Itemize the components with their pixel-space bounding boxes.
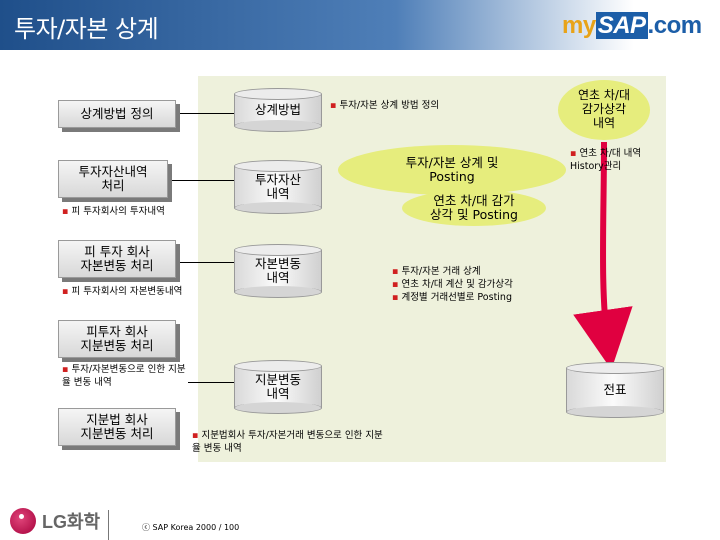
connector-line [162, 180, 234, 181]
capital-change-box: 피 투자 회사 자본변동 처리 [58, 240, 176, 278]
header-bar: 투자/자본 상계 mySAP.com [0, 0, 720, 50]
method-note: ▪투자/자본 상계 방법 정의 [330, 100, 440, 111]
depreciation-history-ellipse: 연초 차/대 감가상각 내역 [577, 88, 631, 130]
equity-method-box: 지분법 회사 지분변동 처리 [58, 408, 176, 446]
process-note-1: ▪투자/자본 거래 상계 [392, 266, 481, 277]
copyright-text: ⓒ SAP Korea 2000 / 100 [142, 523, 240, 532]
process-note-2-text: 연초 차/대 계산 및 감가상각 [401, 278, 513, 290]
capital-change-db-label: 자본변동 내역 [254, 255, 301, 285]
process-ellipse-shape [402, 190, 546, 226]
voucher-db: 전표 [566, 362, 664, 418]
capital-change-note-text: 피 투자회사의 자본변동내역 [71, 286, 183, 297]
process-ellipse-shape [338, 145, 566, 195]
page-title: 투자/자본 상계 [14, 15, 159, 43]
connector-line [188, 382, 234, 383]
investment-assets-db-label: 투자자산 내역 [254, 171, 301, 201]
equity-method-note-text: 지분법회사 투자/자본거래 변동으로 인한 지분 율 변동 내역 [192, 430, 383, 454]
investment-assets-db: 투자자산 내역 [234, 160, 322, 214]
equity-method-note: ▪지분법회사 투자/자본거래 변동으로 인한 지분 율 변동 내역 [192, 430, 383, 454]
logo-my: my [562, 12, 596, 39]
process-ellipse-shape [558, 80, 650, 140]
method-definition-box: 상계방법 정의 [58, 100, 176, 128]
process-note-2: ▪연초 차/대 계산 및 감가상각 [392, 278, 513, 290]
offset-posting-ellipse: 투자/자본 상계 및 Posting [405, 154, 499, 184]
equity-change-db: 지분변동 내역 [234, 360, 322, 414]
voucher-db-label: 전표 [603, 381, 627, 397]
history-note: ▪연초 차/대 내역 History관리 [570, 148, 642, 172]
depreciation-posting-ellipse: 연초 차/대 감가 상각 및 Posting [430, 192, 518, 222]
logo-com: .com [647, 12, 703, 39]
equity-change-db-label: 지분변동 내역 [254, 371, 301, 401]
logo-sap: SAP [595, 12, 648, 39]
investment-assets-box: 투자자산내역 처리 [58, 160, 168, 198]
investment-note: ▪피 투자회사의 투자내역 [62, 206, 165, 217]
lg-chem-logo: LG화학 [10, 508, 100, 534]
equity-change-note: ▪투자/자본변동으로 인한 지분 율 변동 내역 [62, 364, 186, 388]
investment-note-text: 피 투자회사의 투자내역 [71, 206, 165, 217]
process-note-1-text: 투자/자본 거래 상계 [401, 266, 481, 277]
flow-arrow [573, 141, 633, 370]
method-db-label: 상계방법 [254, 101, 301, 117]
equity-change-box: 피투자 회사 지분변동 처리 [58, 320, 176, 358]
connector-line [168, 113, 234, 114]
footer-divider [108, 510, 109, 540]
history-note-text: 연초 차/대 내역 History관리 [570, 148, 642, 172]
company-name: LG화학 [42, 512, 101, 532]
process-note-3-text: 계정별 거래선별로 Posting [401, 291, 512, 303]
capital-change-db: 자본변동 내역 [234, 244, 322, 298]
equity-change-note-text: 투자/자본변동으로 인한 지분 율 변동 내역 [62, 364, 186, 388]
process-notes: ▪투자/자본 거래 상계 ▪연초 차/대 계산 및 감가상각 ▪계정별 거래선별… [392, 266, 592, 304]
process-note-3: ▪계정별 거래선별로 Posting [392, 291, 512, 303]
connector-line [162, 262, 234, 263]
method-note-text: 투자/자본 상계 방법 정의 [339, 100, 440, 111]
mysap-logo: mySAP.com [562, 12, 702, 40]
lg-logo-icon [10, 508, 36, 534]
method-db: 상계방법 [234, 88, 322, 132]
capital-change-note: ▪피 투자회사의 자본변동내역 [62, 286, 183, 297]
